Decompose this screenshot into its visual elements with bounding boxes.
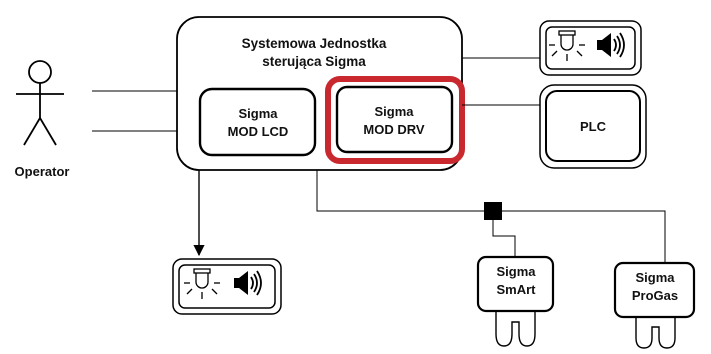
plc-box — [539, 84, 647, 169]
mod-lcd-box — [198, 87, 317, 157]
progas-line2: ProGas — [632, 288, 678, 303]
junction-node — [484, 202, 502, 220]
signal-box-top — [539, 20, 642, 76]
smart-detector — [476, 255, 555, 347]
mod-drv-line2: MOD DRV — [363, 122, 424, 137]
mod-lcd-line1: Sigma — [238, 106, 278, 121]
smart-line2: SmArt — [496, 282, 536, 297]
speaker-icon — [597, 32, 625, 58]
mod-drv-line1: Sigma — [374, 104, 414, 119]
right-connections — [462, 57, 540, 106]
mod-lcd-line2: MOD LCD — [228, 124, 289, 139]
progas-line1: Sigma — [635, 270, 675, 285]
mod-drv-highlight — [325, 76, 465, 164]
progas-detector — [613, 261, 696, 349]
plc-label: PLC — [580, 119, 607, 134]
main-unit-title-line1: Systemowa Jednostka — [242, 36, 387, 51]
operator-connections — [92, 90, 178, 132]
smart-line1: Sigma — [496, 264, 536, 279]
beacon-light-icon — [549, 30, 585, 61]
mod-drv-box — [335, 85, 454, 154]
main-unit-title-line2: sterująca Sigma — [262, 54, 366, 69]
operator-figure-icon — [16, 60, 64, 146]
speaker-icon — [234, 270, 262, 296]
beacon-light-icon — [184, 268, 220, 299]
operator-label: Operator — [15, 164, 70, 179]
signal-box-bottom — [172, 258, 282, 315]
